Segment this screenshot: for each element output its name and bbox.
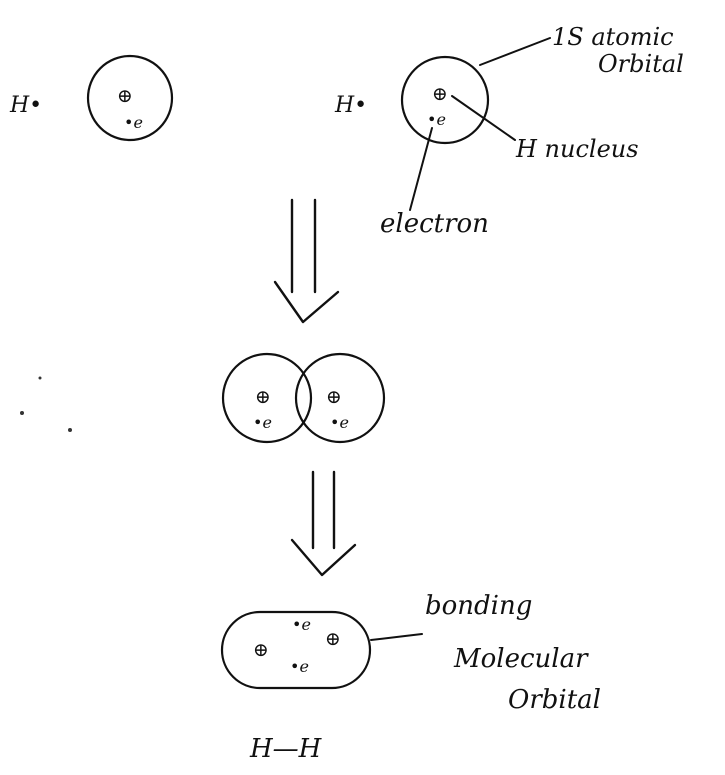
bonding-label-line1: bonding: [425, 591, 532, 621]
bonding-molecular-orbital: [220, 610, 372, 690]
left-electron: •e: [124, 113, 143, 132]
mo-left-nucleus: ⊕: [253, 639, 269, 661]
mo-electron-bottom: •e: [290, 657, 309, 676]
overlap-orbital-left: [221, 352, 313, 444]
electron-label: electron: [380, 209, 489, 239]
stray-dot: [38, 376, 42, 380]
right-nucleus: ⊕: [432, 83, 448, 105]
nucleus-label: H nucleus: [515, 135, 639, 163]
mo-right-nucleus: ⊕: [325, 628, 341, 650]
overlap-orbital-right: [294, 352, 386, 444]
overlap-right-electron: •e: [330, 413, 349, 432]
right-electron: •e: [427, 110, 446, 129]
nucleus-pointer: [451, 95, 516, 141]
bonding-pointer: [370, 633, 423, 641]
orbital-pointer: [479, 37, 551, 66]
bonding-label-line3: Orbital: [508, 685, 601, 715]
left-1s-orbital: [86, 54, 174, 142]
right-atom-symbol: H•: [334, 93, 367, 118]
down-arrow-1: [273, 198, 340, 324]
stray-dot: [20, 411, 24, 415]
overlap-left-nucleus: ⊕: [255, 386, 271, 408]
electron-pointer: [409, 127, 433, 211]
overlap-right-nucleus: ⊕: [326, 386, 342, 408]
bonding-label-line2: Molecular: [453, 644, 589, 674]
orbital-label-line1: 1S atomic: [552, 23, 674, 51]
overlap-left-electron: •e: [253, 413, 272, 432]
mo-electron-top: •e: [292, 615, 311, 634]
molecule-formula: H—H: [249, 734, 323, 764]
down-arrow-2: [290, 470, 357, 577]
stray-dot: [68, 428, 72, 432]
right-1s-orbital: [400, 55, 490, 145]
orbital-label-line2: Orbital: [598, 50, 684, 78]
left-nucleus: ⊕: [117, 85, 133, 107]
left-atom-symbol: H•: [9, 93, 42, 118]
